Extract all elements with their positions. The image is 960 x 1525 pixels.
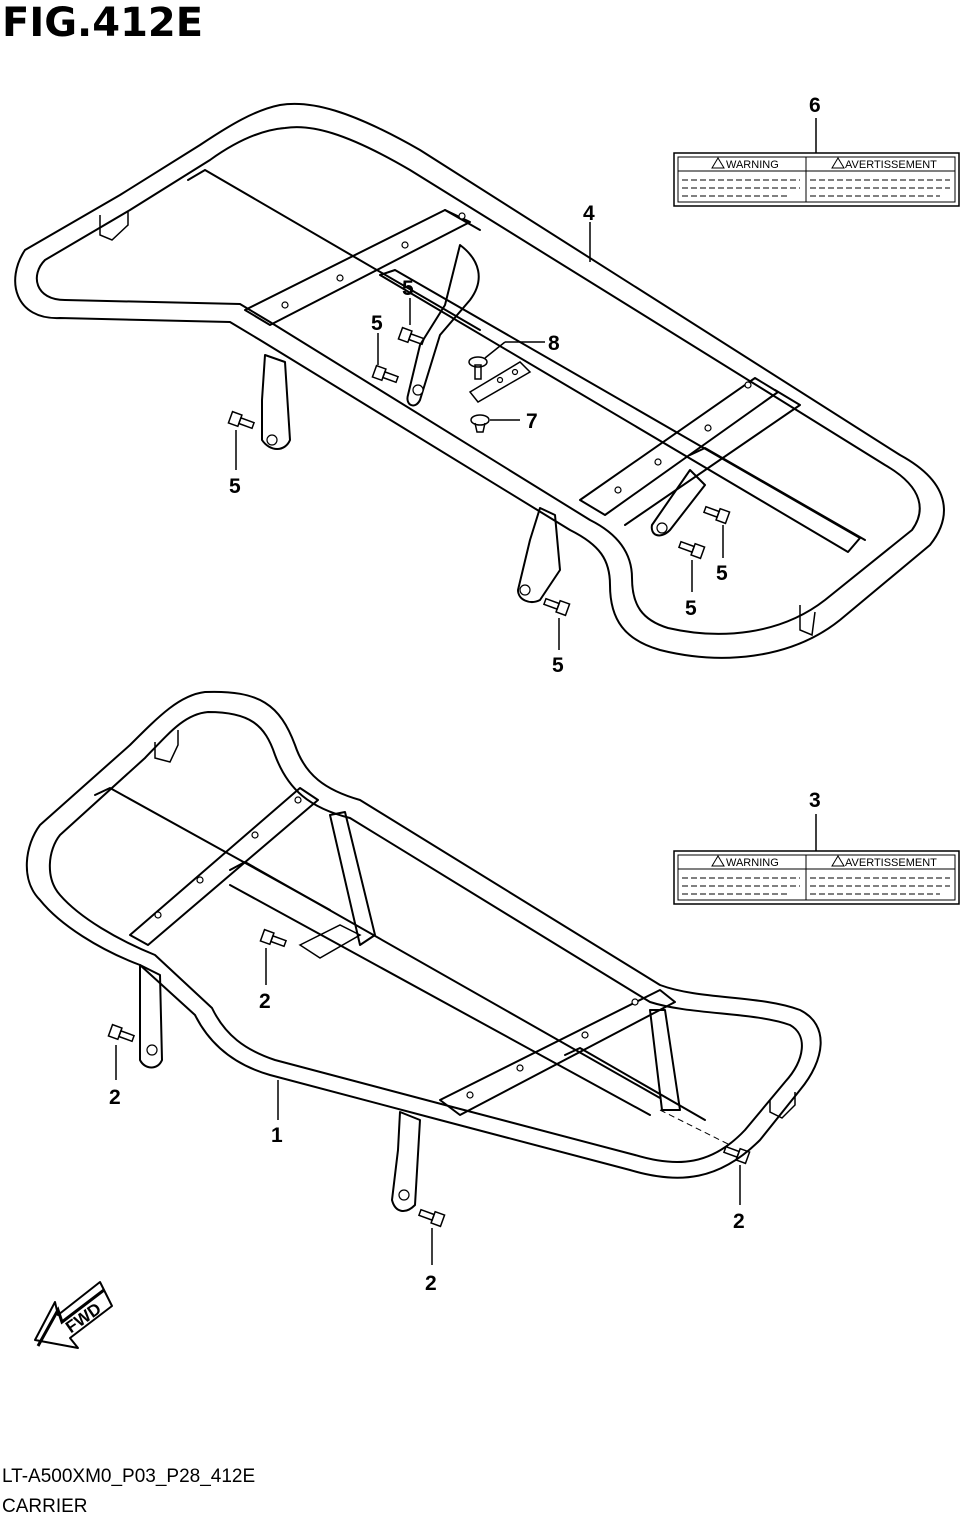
callout-2-d: 2 <box>425 1272 437 1295</box>
warning-text-part-6: WARNING <box>726 159 779 171</box>
callout-3: 3 <box>809 789 821 812</box>
warning-label-part-6: WARNING AVERTISSEMENT <box>673 152 960 207</box>
callout-8: 8 <box>548 332 560 355</box>
callout-4: 4 <box>583 202 595 225</box>
callout-2-a: 2 <box>259 990 271 1013</box>
front-carrier-part-1 <box>25 690 822 1212</box>
callout-numbers: 6 4 5 5 8 7 5 5 5 5 3 2 2 1 2 2 <box>109 94 821 1295</box>
callout-7: 7 <box>526 410 538 433</box>
fwd-arrow-icon: FWD <box>34 1281 113 1349</box>
rear-carrier-part-4 <box>14 102 945 659</box>
figure-title: FIG.412E <box>2 0 204 46</box>
avertissement-text-part-6: AVERTISSEMENT <box>845 159 937 171</box>
callout-5-e: 5 <box>685 597 697 620</box>
callout-5-a: 5 <box>402 277 414 300</box>
callout-5-d: 5 <box>716 562 728 585</box>
rear-leader-lines <box>235 118 817 650</box>
figure-code: LT-A500XM0_P03_P28_412E <box>2 1466 256 1487</box>
callout-5-b: 5 <box>371 312 383 335</box>
callout-2-b: 2 <box>109 1086 121 1109</box>
warning-label-part-3: WARNING AVERTISSEMENT <box>673 850 960 905</box>
callout-5-c: 5 <box>229 475 241 498</box>
warning-text-part-3: WARNING <box>726 857 779 869</box>
figure-name: CARRIER <box>2 1496 88 1517</box>
callout-5-f: 5 <box>552 654 564 677</box>
front-carrier-bolts <box>107 928 751 1228</box>
callout-6: 6 <box>809 94 821 117</box>
front-leader-lines <box>115 814 817 1265</box>
callout-1: 1 <box>271 1124 283 1147</box>
avertissement-text-part-3: AVERTISSEMENT <box>845 857 937 869</box>
rear-carrier-bolts <box>227 326 731 617</box>
callout-2-c: 2 <box>733 1210 745 1233</box>
